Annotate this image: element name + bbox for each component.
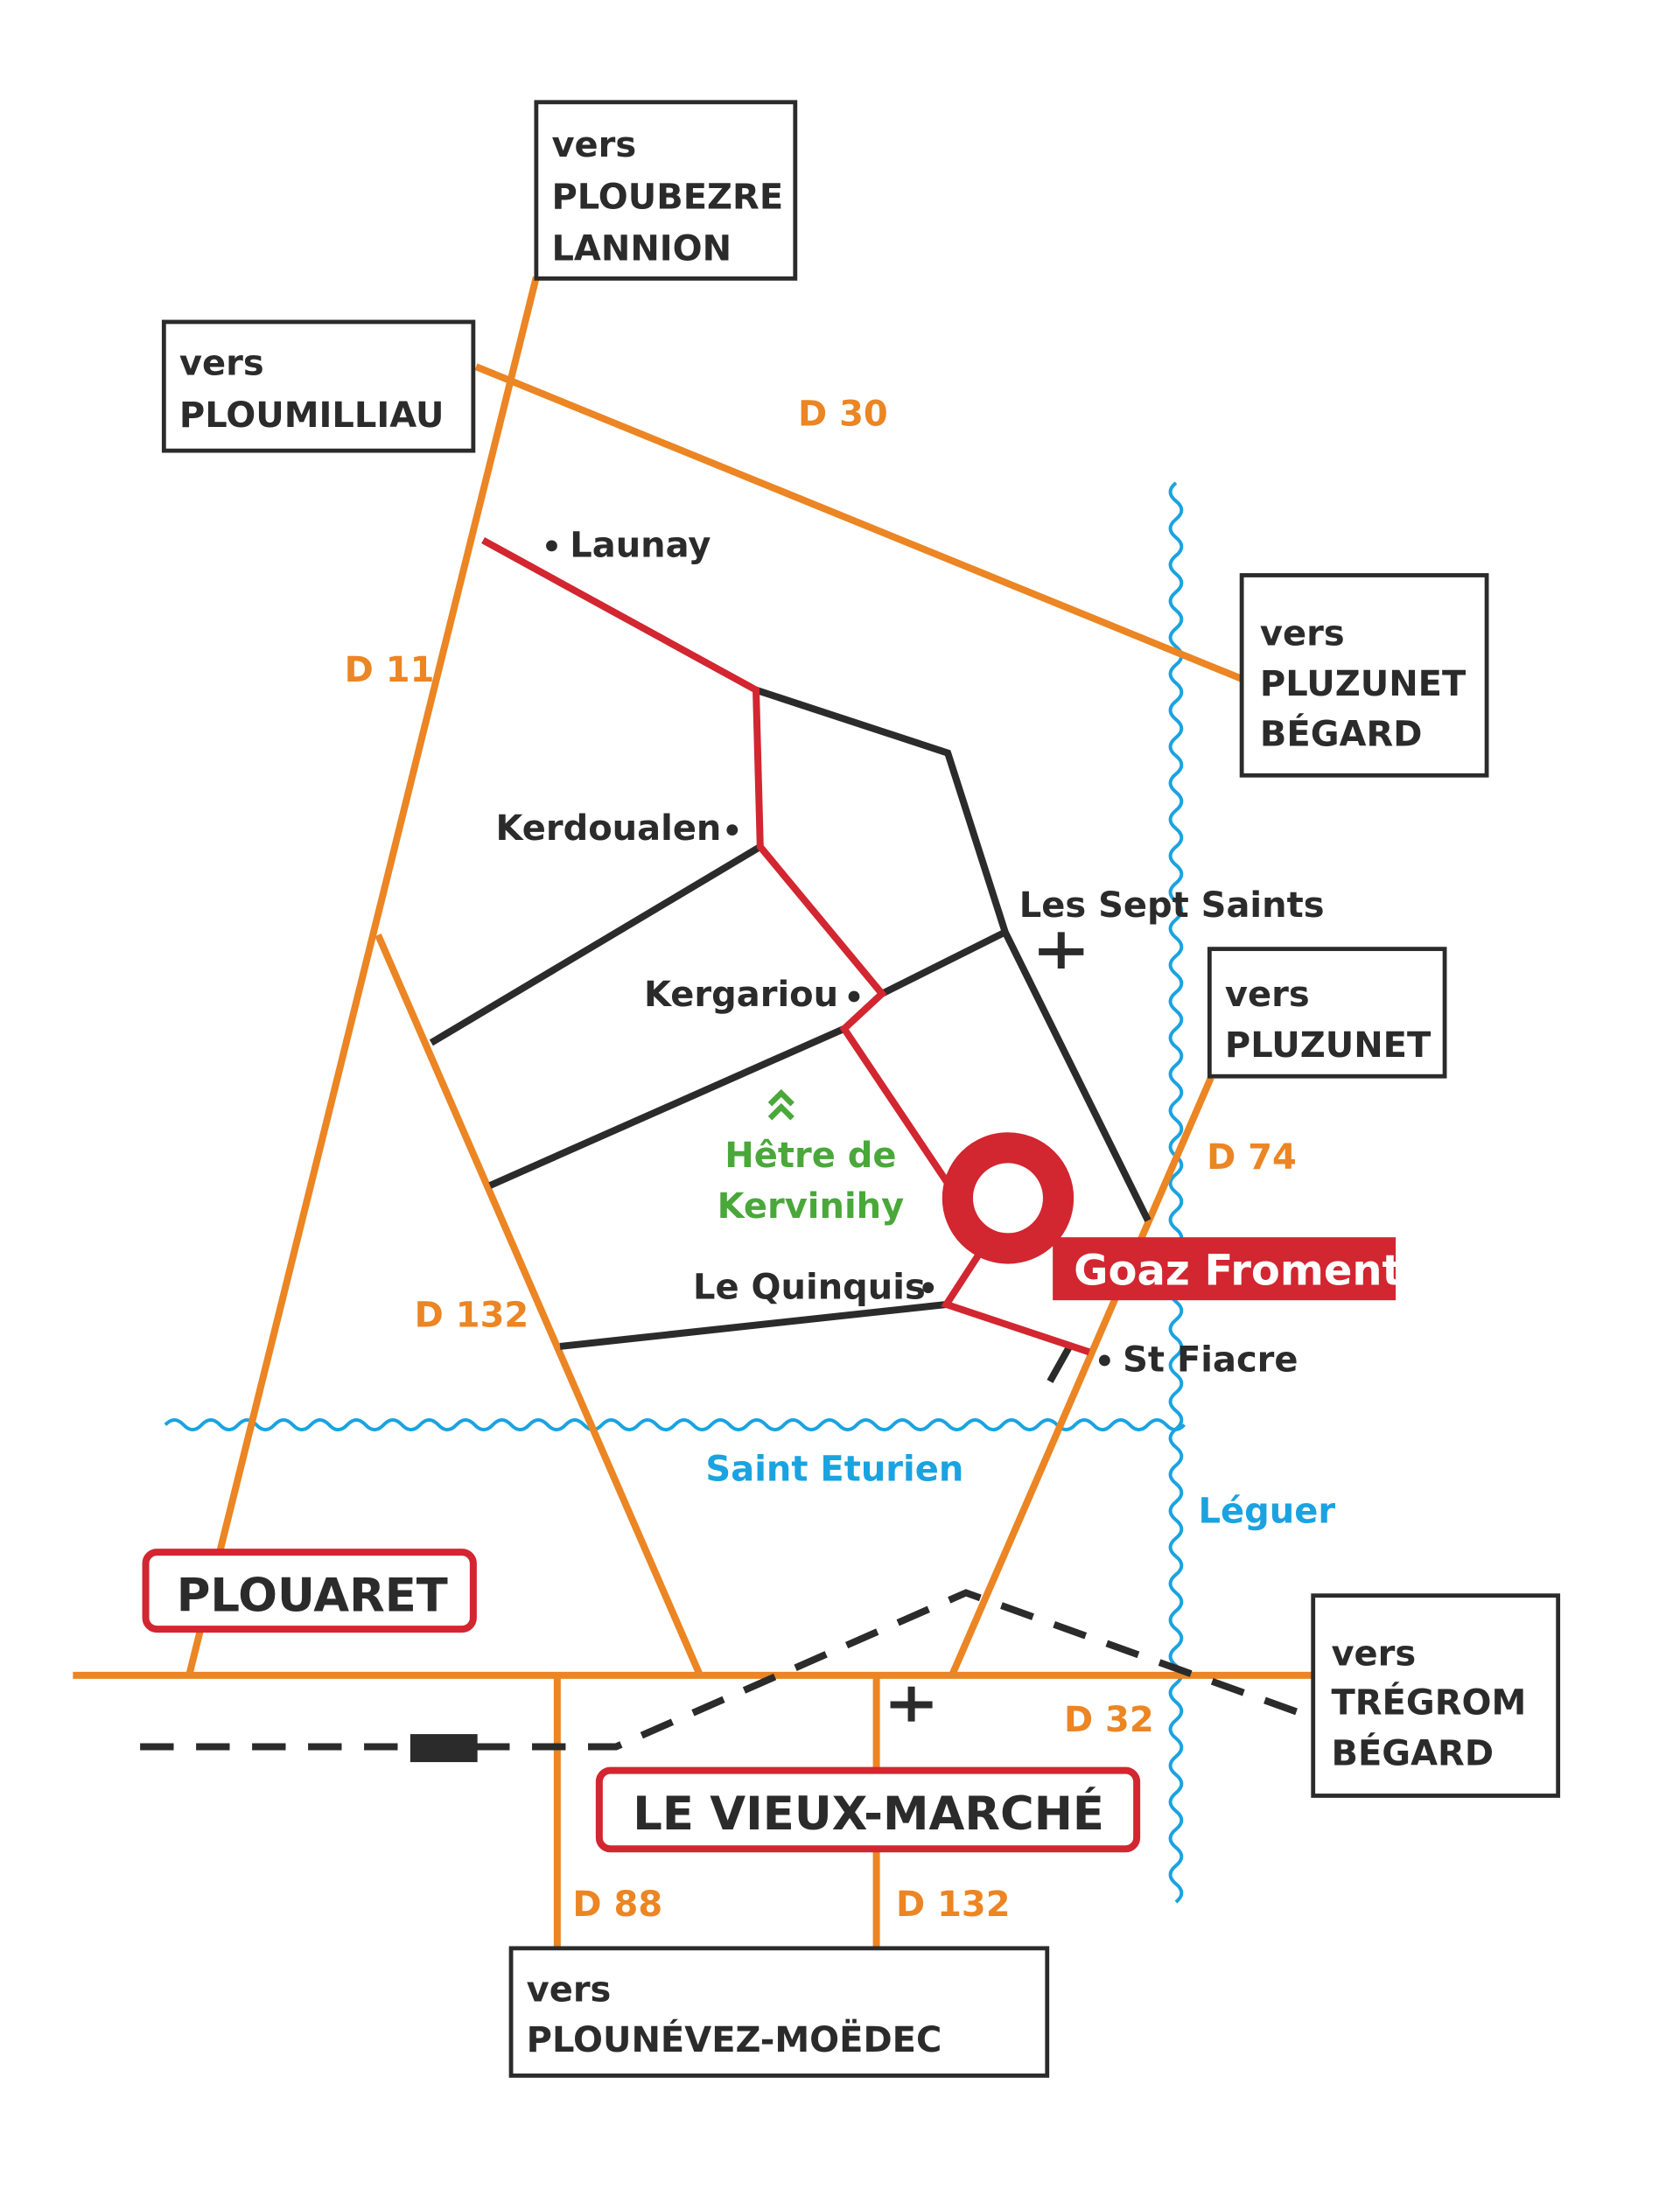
dest-text: vers bbox=[1225, 975, 1310, 1015]
dest-text: LANNION bbox=[551, 229, 732, 269]
road-label-d88: D 88 bbox=[572, 1885, 662, 1925]
place-les-sept-saints: Les Sept Saints bbox=[1019, 885, 1325, 926]
route bbox=[941, 1250, 1091, 1356]
road-label-d11: D 11 bbox=[345, 650, 435, 690]
place-launay: Launay bbox=[570, 526, 710, 566]
road-d74 bbox=[948, 1076, 1214, 1677]
road-d30 bbox=[474, 363, 1243, 682]
lane bbox=[429, 843, 762, 1046]
dest-text: vers bbox=[1260, 613, 1345, 654]
poi-label: Hêtre de bbox=[724, 1136, 896, 1176]
road-label-d132: D 132 bbox=[415, 1296, 529, 1336]
water-label-saint-eturien: Saint Eturien bbox=[705, 1450, 963, 1490]
dest-tregrom: vers TRÉGROM BÉGARD bbox=[1311, 1593, 1561, 1798]
location-pin-icon bbox=[942, 1132, 1074, 1264]
dest-pluzunet: vers PLUZUNET bbox=[1207, 947, 1447, 1079]
road-d11 bbox=[186, 276, 540, 1676]
chapel-cross-icon bbox=[1039, 932, 1084, 969]
lane bbox=[754, 686, 1152, 1222]
dest-text: vers bbox=[179, 344, 264, 384]
road-label-d74: D 74 bbox=[1207, 1137, 1297, 1178]
lane bbox=[880, 928, 1007, 997]
dest-text: PLOUNÉVEZ-MOËDEC bbox=[527, 2018, 942, 2060]
place-dot bbox=[546, 540, 557, 552]
road-label-d30: D 30 bbox=[798, 394, 888, 434]
place-kerdoualen: Kerdoualen bbox=[495, 808, 721, 849]
destination-label: Goaz Froment bbox=[1074, 1247, 1402, 1296]
dest-text: PLUZUNET bbox=[1225, 1025, 1432, 1066]
dest-text: BÉGARD bbox=[1260, 713, 1423, 755]
dest-pluzunet-begard: vers PLUZUNET BÉGARD bbox=[1239, 573, 1489, 778]
place-dot bbox=[1098, 1354, 1110, 1367]
dest-text: vers bbox=[527, 1970, 612, 2011]
place-dot bbox=[922, 1282, 934, 1294]
dest-text: PLOUMILLIAU bbox=[179, 395, 444, 436]
dest-text: TRÉGROM bbox=[1332, 1682, 1527, 1724]
place-dot bbox=[848, 990, 860, 1003]
dest-ploumilliau: vers PLOUMILLIAU bbox=[161, 319, 476, 453]
lane bbox=[1046, 1344, 1073, 1383]
town-vieux-marche: LE VIEUX-MARCHÉ bbox=[595, 1766, 1141, 1853]
dest-text: PLUZUNET bbox=[1260, 664, 1466, 704]
town-label: PLOUARET bbox=[177, 1569, 448, 1622]
lane bbox=[488, 1025, 846, 1189]
town-label: LE VIEUX-MARCHÉ bbox=[633, 1786, 1104, 1841]
road-label-d132-bottom: D 132 bbox=[896, 1885, 1011, 1925]
route bbox=[481, 536, 956, 1192]
dest-text: vers bbox=[1332, 1634, 1417, 1675]
road-d132-left bbox=[374, 934, 704, 1677]
dest-text: vers bbox=[551, 125, 636, 165]
church-cross-icon bbox=[890, 1686, 933, 1722]
train-station-icon bbox=[410, 1734, 478, 1763]
road-label-d32: D 32 bbox=[1064, 1700, 1154, 1740]
dest-text: BÉGARD bbox=[1332, 1731, 1494, 1773]
lane bbox=[559, 1300, 948, 1350]
town-plouaret: PLOUARET bbox=[142, 1549, 477, 1633]
water-label-leguer: Léguer bbox=[1199, 1492, 1336, 1532]
place-le-quinquis: Le Quinquis bbox=[693, 1268, 926, 1308]
poi-label: Kervinihy bbox=[718, 1186, 905, 1227]
railway bbox=[140, 1589, 1318, 1751]
leguer-river bbox=[1168, 481, 1184, 1904]
place-st-fiacre: St Fiacre bbox=[1123, 1340, 1298, 1381]
place-dot bbox=[726, 824, 738, 836]
saint-eturien-river bbox=[164, 1417, 1186, 1432]
tree-chevron-icon bbox=[767, 1088, 794, 1121]
dest-ploubezre: vers PLOUBEZRE LANNION bbox=[534, 100, 798, 281]
dest-plounevez: vers PLOUNÉVEZ-MOËDEC bbox=[508, 1946, 1050, 2078]
dest-text: PLOUBEZRE bbox=[551, 177, 783, 217]
destination-label-bg bbox=[1053, 1237, 1396, 1301]
place-kergariou: Kergariou bbox=[644, 975, 838, 1015]
